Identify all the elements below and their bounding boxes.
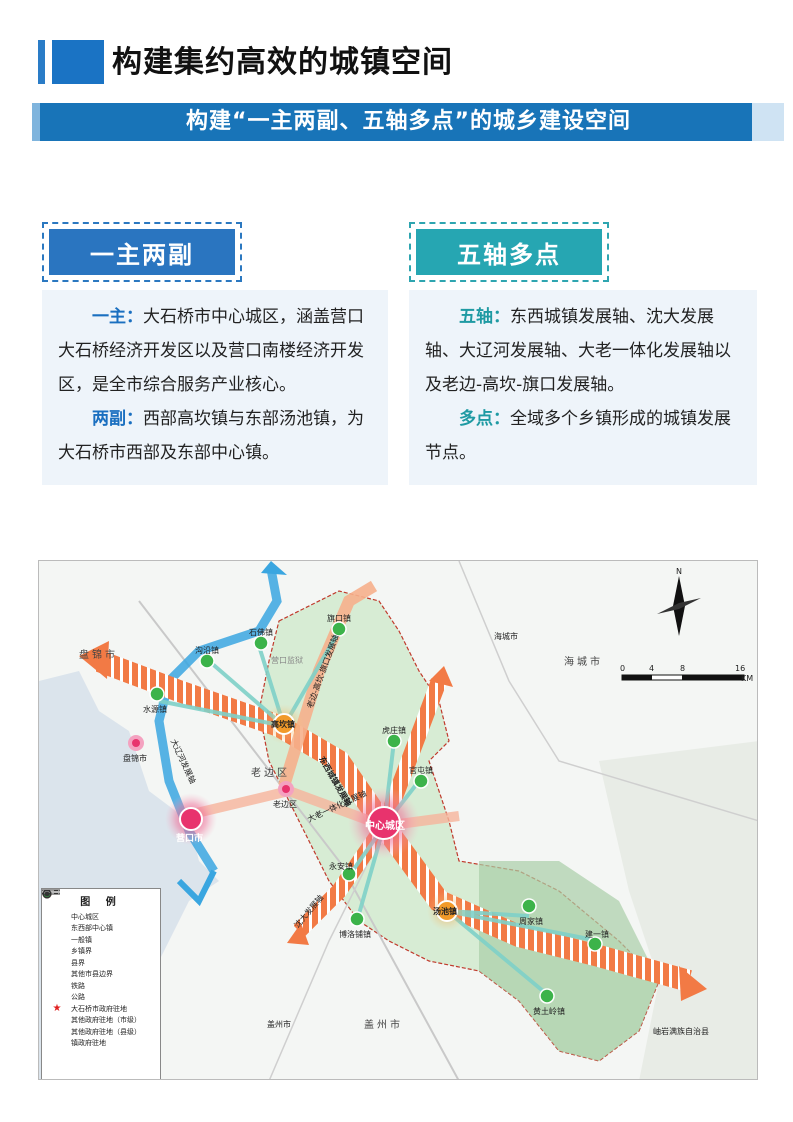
right-text-2: 全域多个乡镇形成的城镇发展节点。 xyxy=(425,409,731,463)
legend-item: 中心城区 xyxy=(42,889,160,923)
map-legend: 图 例 中心城区 东西部中心镇 一般镇 乡镇界 县界 其他市县边界 铁路 公路 … xyxy=(41,888,161,1079)
hills-east xyxy=(599,741,757,1079)
scale-tick-0: 0 xyxy=(620,664,626,673)
star-icon: ★ xyxy=(52,1003,62,1015)
label-shuiyuan: 水源镇 xyxy=(143,705,167,714)
label-huangtuling: 黄土岭镇 xyxy=(533,1007,565,1016)
right-heading-box: 五轴多点 xyxy=(409,222,609,282)
town-nodes xyxy=(149,621,603,1004)
label-laobian-area: 老边区 xyxy=(251,768,290,779)
page-title: 构建集约高效的城镇空间 xyxy=(112,45,453,80)
scale-unit: KM xyxy=(741,674,754,683)
label-laobian-node: 老边区 xyxy=(273,800,297,809)
left-text-1: 大石桥市中心城区，涵盖营口大石桥经济开发区以及营口南楼经济开发区，是全市综合服务… xyxy=(58,307,364,395)
label-yongan: 永安镇 xyxy=(329,862,353,871)
label-panjin-node: 盘锦市 xyxy=(123,754,147,763)
label-tangchi: 汤池镇 xyxy=(433,907,457,916)
center-node xyxy=(367,806,401,840)
highway-1 xyxy=(138,600,460,1079)
legend-item: 公路 xyxy=(42,891,85,1002)
label-shifo: 石佛镇 xyxy=(249,628,273,637)
scale-bar xyxy=(621,674,745,681)
left-text-2: 西部高坎镇与东部汤池镇，为大石桥市西部及东部中心镇。 xyxy=(58,409,364,463)
axis-east-west-arrow-w xyxy=(79,641,109,679)
left-key-2: 两副： xyxy=(92,409,143,429)
scale-tick-4: 4 xyxy=(649,664,655,673)
river-arrow xyxy=(261,561,287,575)
legend-item: 东西部中心镇 xyxy=(42,889,160,935)
left-paragraph-1: 一主：大石桥市中心城区，涵盖营口大石桥经济开发区以及营口南楼经济开发区，是全市综… xyxy=(58,300,372,402)
label-goucheng: 沟沿镇 xyxy=(195,646,219,655)
label-hongqi: 营口监狱 xyxy=(271,656,303,665)
north-label: N xyxy=(676,567,682,576)
header-accent-bar xyxy=(38,40,45,84)
legend-item: 其他市县边界 xyxy=(42,891,113,979)
legend-item: 铁路 xyxy=(42,889,160,992)
river-axis-2 xyxy=(176,869,217,907)
left-key-1: 一主： xyxy=(92,307,143,327)
label-boluopu: 博洛铺镇 xyxy=(339,930,371,939)
legend-item: 乡镇界 xyxy=(42,891,92,956)
map-canvas xyxy=(39,561,757,1079)
right-text-1: 东西城镇发展轴、沈大发展轴、大辽河发展轴、大老一体化发展轴以及老边-高坎-旗口发… xyxy=(425,307,731,395)
label-yingkou: 营口市 xyxy=(176,834,204,844)
spatial-structure-map: 盘锦市 海城市 盖州市 老边区 盘锦市 营口市 老边区 中心城区 高坎镇 汤池镇… xyxy=(38,560,758,1080)
label-panjin-city: 盘锦市 xyxy=(79,650,118,661)
label-center: 中心城区 xyxy=(365,821,405,832)
legend-item: 镇政府驻地 xyxy=(42,890,160,1050)
right-paragraph-2: 多点：全域多个乡镇形成的城镇发展节点。 xyxy=(425,402,741,470)
left-heading: 一主两副 xyxy=(49,229,235,275)
legend-item: 一般镇 xyxy=(42,890,160,946)
label-gaokan: 高坎镇 xyxy=(271,720,295,729)
scale-tick-8: 8 xyxy=(680,664,686,673)
legend-title: 图 例 xyxy=(80,897,122,908)
north-arrow xyxy=(657,576,701,636)
header-accent-block xyxy=(52,40,104,84)
right-key-1: 五轴： xyxy=(459,307,510,327)
right-paragraph-1: 五轴：东西城镇发展轴、沈大发展轴、大辽河发展轴、大老一体化发展轴以及老边-高坎-… xyxy=(425,300,741,402)
yingkou-node xyxy=(179,807,203,831)
left-paragraph-2: 两副：西部高坎镇与东部汤池镇，为大石桥市西部及东部中心镇。 xyxy=(58,402,372,470)
tangchi-node xyxy=(436,900,458,922)
label-xiuyan: 岫岩满族自治县 xyxy=(653,1027,709,1036)
band-right-cap xyxy=(752,103,784,141)
label-gaizhou-city: 盖州市 xyxy=(364,1020,403,1031)
axis-shenda-arrow-s xyxy=(287,923,309,945)
scale-tick-16: 16 xyxy=(735,664,746,673)
right-panel: 五轴：东西城镇发展轴、沈大发展轴、大辽河发展轴、大老一体化发展轴以及老边-高坎-… xyxy=(409,290,757,485)
left-panel: 一主：大石桥市中心城区，涵盖营口大石桥经济开发区以及营口南楼经济开发区，是全市综… xyxy=(42,290,388,485)
label-gaizhou-point: 盖州市 xyxy=(267,1020,291,1029)
gaokan-node xyxy=(273,713,295,735)
band-title: 构建“一主两副、五轴多点”的城乡建设空间 xyxy=(186,109,631,134)
label-qikou: 旗口镇 xyxy=(327,614,351,623)
label-guantun: 官屯镇 xyxy=(409,766,433,775)
highway-2 xyxy=(458,561,757,822)
axis-shenda-arrow-n xyxy=(429,666,453,687)
label-jianyi: 建一镇 xyxy=(585,930,609,939)
band-left-cap xyxy=(32,103,40,141)
legend-item: 其他政府驻地（市级） xyxy=(42,889,160,1027)
label-zhoujia: 周家镇 xyxy=(519,917,543,926)
left-heading-box: 一主两副 xyxy=(42,222,242,282)
section-band xyxy=(40,103,777,141)
label-haicheng-city: 海城市 xyxy=(564,657,603,668)
label-huzhuang: 虎庄镇 xyxy=(382,726,406,735)
highway-3 xyxy=(269,860,370,1079)
label-haicheng-point: 海城市 xyxy=(494,632,518,641)
axis-east-west-arrow-e xyxy=(679,966,707,1001)
right-key-2: 多点： xyxy=(459,409,510,429)
legend-item: 县界 xyxy=(42,891,85,967)
legend-item: 其他政府驻地（县级） xyxy=(42,889,160,1038)
axis-dalao xyxy=(182,785,460,832)
right-heading: 五轴多点 xyxy=(416,229,602,275)
legend-item: ★大石桥市政府驻地 xyxy=(42,1003,160,1015)
